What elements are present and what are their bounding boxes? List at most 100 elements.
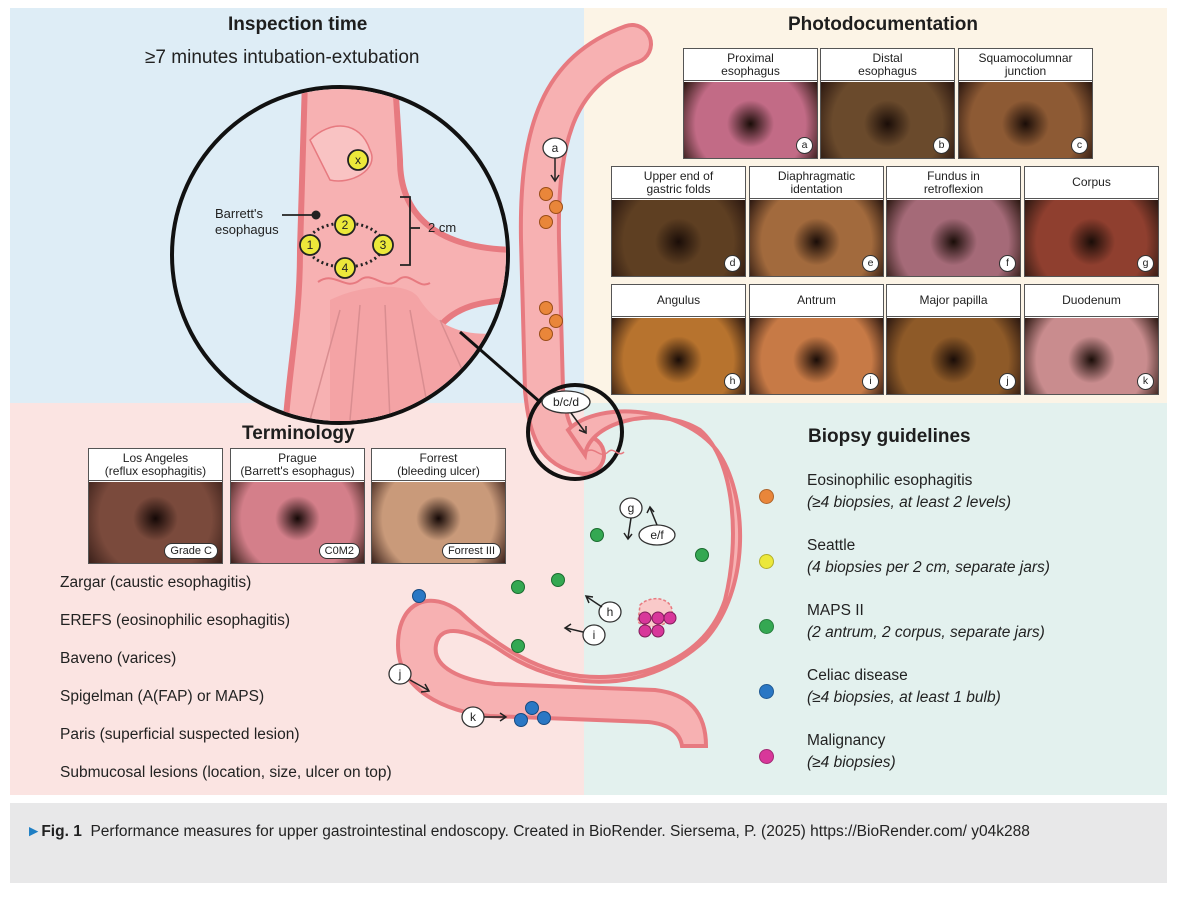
endoscopy-image: a <box>684 82 817 158</box>
legend-desc-seattle: (4 biopsies per 2 cm, separate jars) <box>807 559 1050 576</box>
photo-label: Squamocolumnar junction <box>959 49 1092 81</box>
celiac-biopsy-dots <box>412 589 551 727</box>
figure-label: Fig. 1 <box>41 823 82 840</box>
terminology-title: Terminology <box>242 423 355 444</box>
bcd-circle <box>526 383 624 481</box>
photo-letter-badge: k <box>1137 373 1154 390</box>
terminology-image-label: Forrest (bleeding ulcer) <box>372 449 505 481</box>
endoscopy-image: d <box>612 200 745 276</box>
endoscopy-image: Grade C <box>89 482 222 563</box>
term-item-zargar: Zargar (caustic esophagitis) <box>60 574 252 591</box>
marker-4: 4 <box>342 261 349 275</box>
biopsy-title: Biopsy guidelines <box>808 426 971 447</box>
photo-d: Upper end of gastric folds d <box>611 166 746 277</box>
photo-label: Duodenum <box>1025 285 1158 317</box>
legend-desc-malignancy: (≥4 biopsies) <box>807 754 896 771</box>
caption-arrow-icon: ► <box>26 823 42 840</box>
label-j: j <box>398 667 402 681</box>
endoscopy-image: c <box>959 82 1092 158</box>
photo-e: Diaphragmatic identation e <box>749 166 884 277</box>
photo-letter-badge: h <box>724 373 741 390</box>
endoscopy-image: h <box>612 318 745 394</box>
photo-letter-badge: g <box>1137 255 1154 272</box>
endoscopy-image: Forrest III <box>372 482 505 563</box>
photo-c: Squamocolumnar junction c <box>958 48 1093 159</box>
marker-1: 1 <box>307 238 314 252</box>
legend-name-maps: MAPS II <box>807 602 864 619</box>
photodocumentation-title: Photodocumentation <box>788 14 978 35</box>
terminology-image-label: Prague (Barrett's esophagus) <box>231 449 364 481</box>
label-a: a <box>552 141 559 155</box>
photo-label: Major papilla <box>887 285 1020 317</box>
photo-j: Major papilla j <box>886 284 1021 395</box>
label-ef: e/f <box>650 528 664 542</box>
endoscopy-image: k <box>1025 318 1158 394</box>
length-label: 2 cm <box>428 220 456 235</box>
maps-biopsy-dots <box>511 528 709 653</box>
two-cm-bracket <box>400 196 411 266</box>
endoscopy-image: C0M2 <box>231 482 364 563</box>
term-item-baveno: Baveno (varices) <box>60 650 177 667</box>
endoscopy-image: i <box>750 318 883 394</box>
endoscopy-image: f <box>887 200 1020 276</box>
photo-letter-badge: b <box>933 137 950 154</box>
legend-dot-maps <box>759 619 774 634</box>
photo-a: Proximal esophagus a <box>683 48 818 159</box>
photo-letter-badge: j <box>999 373 1016 390</box>
endoscopy-image: b <box>821 82 954 158</box>
label-bcd: b/c/d <box>553 395 579 409</box>
photo-k: Duodenum k <box>1024 284 1159 395</box>
malignancy-biopsy-dots <box>638 611 677 638</box>
photo-letter-badge: e <box>862 255 879 272</box>
marker-3: 3 <box>380 238 387 252</box>
legend-dot-malignancy <box>759 749 774 764</box>
marker-2: 2 <box>342 218 349 232</box>
legend-dot-eoe <box>759 489 774 504</box>
stomach-body <box>395 409 743 748</box>
photo-label: Proximal esophagus <box>684 49 817 81</box>
inspection-subtitle: ≥7 minutes intubation-extubation <box>145 47 420 68</box>
terminology-image-1: Los Angeles (reflux esophagitis) Grade C <box>88 448 223 564</box>
legend-name-eoe: Eosinophilic esophagitis <box>807 472 973 489</box>
legend-name-malignancy: Malignancy <box>807 732 886 749</box>
photo-label: Corpus <box>1025 167 1158 199</box>
photo-label: Diaphragmatic identation <box>750 167 883 199</box>
photo-letter-badge: d <box>724 255 741 272</box>
seattle-markers <box>299 149 394 279</box>
classification-tag: Forrest III <box>441 543 501 559</box>
photo-h: Angulus h <box>611 284 746 395</box>
magnifier-connector <box>459 330 541 404</box>
photo-letter-badge: i <box>862 373 879 390</box>
photo-label: Antrum <box>750 285 883 317</box>
classification-tag: Grade C <box>164 543 218 559</box>
label-g: g <box>628 501 635 515</box>
legend-dot-celiac <box>759 684 774 699</box>
endoscopy-image: j <box>887 318 1020 394</box>
term-item-erefs: EREFS (eosinophilic esophagitis) <box>60 612 291 629</box>
caption-box <box>10 803 1167 883</box>
classification-tag: C0M2 <box>318 543 360 559</box>
legend-dot-seattle <box>759 554 774 569</box>
term-item-paris: Paris (superficial suspected lesion) <box>60 726 300 743</box>
photo-label: Fundus in retroflexion <box>887 167 1020 199</box>
label-i: i <box>593 628 596 642</box>
term-item-spigelman: Spigelman (A(FAP) or MAPS) <box>60 688 265 705</box>
photo-i: Antrum i <box>749 284 884 395</box>
photo-letter-badge: a <box>796 137 813 154</box>
photo-label: Upper end of gastric folds <box>612 167 745 199</box>
photo-g: Corpus g <box>1024 166 1159 277</box>
photo-label: Angulus <box>612 285 745 317</box>
legend-name-seattle: Seattle <box>807 537 856 554</box>
legend-name-celiac: Celiac disease <box>807 667 908 684</box>
barrett-label-2: esophagus <box>215 222 279 237</box>
terminology-image-label: Los Angeles (reflux esophagitis) <box>89 449 222 481</box>
legend-desc-celiac: (≥4 biopsies, at least 1 bulb) <box>807 689 1001 706</box>
photo-letter-badge: f <box>999 255 1016 272</box>
marker-x: x <box>355 153 361 167</box>
terminology-image-2: Prague (Barrett's esophagus) C0M2 <box>230 448 365 564</box>
photo-label: Distal esophagus <box>821 49 954 81</box>
photo-letter-badge: c <box>1071 137 1088 154</box>
endoscopy-image: e <box>750 200 883 276</box>
figure-caption: ►Fig. 1 Performance measures for upper g… <box>26 820 1136 844</box>
